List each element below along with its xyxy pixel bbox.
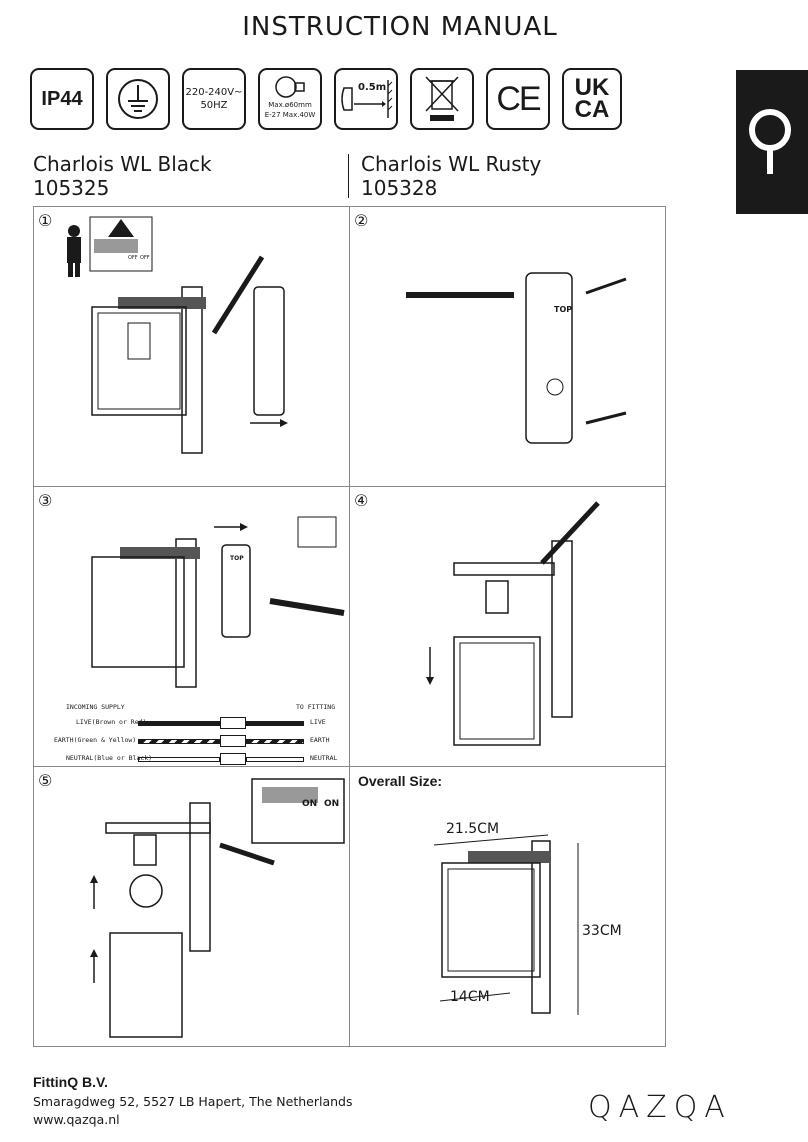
- neutral-terminal: [220, 753, 246, 765]
- company-website[interactable]: www.qazqa.nl: [33, 1112, 120, 1127]
- step-5-illustration: [90, 778, 345, 1038]
- step-3-panel: ③ TOP INCOMING SUPPLY TO FITTING LIVE(Br…: [33, 486, 350, 767]
- step-3-illustration: [91, 516, 345, 688]
- ukca-line2: CA: [574, 96, 610, 123]
- live-in-label: LIVE(Brown or Red): [76, 718, 147, 726]
- step-5-on-label-2: ON: [324, 799, 340, 809]
- height-dimension: 33CM: [582, 923, 622, 939]
- company-name: FittinQ B.V.: [33, 1074, 108, 1090]
- neutral-wire-in: [138, 757, 220, 762]
- earth-wire-out: [246, 739, 304, 744]
- lamp-distance-icon: [341, 80, 393, 118]
- width-dimension: 21.5CM: [446, 821, 500, 837]
- incoming-supply-label: INCOMING SUPPLY: [66, 703, 125, 711]
- step-4-panel: ④: [349, 486, 666, 767]
- earth-in-label: EARTH(Green & Yellow): [54, 736, 137, 744]
- earth-out-label: EARTH: [310, 736, 330, 744]
- neutral-out-label: NEUTRAL: [310, 754, 338, 762]
- live-wire-in: [138, 721, 220, 726]
- ce-mark: CE: [496, 79, 541, 118]
- earth-symbol-badge: [106, 68, 170, 130]
- step-1-off-label-1: OFF: [128, 255, 138, 261]
- weee-badge: [410, 68, 474, 130]
- ukca-badge: UK CA: [562, 68, 622, 130]
- live-wire-out: [246, 721, 304, 726]
- voltage-text: 220-240V~: [185, 87, 243, 98]
- ukca-line1: UK: [574, 74, 610, 101]
- step-5-number: ⑤: [38, 771, 53, 790]
- earth-icon: [118, 79, 158, 119]
- product-code-2: 105328: [361, 176, 438, 200]
- crossed-bin-icon: [425, 76, 459, 121]
- ce-badge: CE: [486, 68, 550, 130]
- step-1-panel: ① OFF OFF: [33, 206, 350, 487]
- step-2-number: ②: [354, 211, 369, 230]
- product-code-1: 105325: [33, 176, 110, 200]
- bulb-badge: Max.ø60mm E-27 Max.40W: [258, 68, 322, 130]
- step-1-illustration: [67, 216, 288, 454]
- step-5-on-label-1: ON: [302, 799, 318, 809]
- step-4-illustration: [426, 501, 600, 746]
- step-2-panel: ② TOP: [349, 206, 666, 487]
- step-2-illustration: [406, 272, 627, 444]
- overall-size-drawing: [433, 834, 579, 1015]
- ip-rating-badge: IP44: [30, 68, 94, 130]
- depth-dimension: 14CM: [450, 989, 490, 1005]
- overall-size-heading: Overall Size:: [358, 773, 443, 789]
- step-1-number: ①: [38, 211, 53, 230]
- distance-badge: 0.5m: [334, 68, 398, 130]
- step-5-panel: ⑤ ON ON: [33, 766, 350, 1047]
- product-name-2: Charlois WL Rusty: [361, 152, 542, 176]
- manual-title: INSTRUCTION MANUAL: [242, 12, 558, 42]
- voltage-badge: 220-240V~ 50HZ: [182, 68, 246, 130]
- product-name-1: Charlois WL Black: [33, 152, 212, 176]
- bulb-size-text: Max.ø60mm: [268, 101, 312, 109]
- overall-size-panel: Overall Size: 21.5CM 33CM 14CM: [349, 766, 666, 1047]
- ip-rating-text: IP44: [41, 87, 83, 110]
- brand-q-icon: [749, 109, 791, 174]
- step-4-number: ④: [354, 491, 369, 510]
- company-address: Smaragdweg 52, 5527 LB Hapert, The Nethe…: [33, 1094, 353, 1109]
- bulb-max-text: E-27 Max.40W: [264, 111, 316, 119]
- frequency-text: 50HZ: [200, 100, 228, 111]
- step-2-top-label: TOP: [554, 305, 573, 314]
- step-3-number: ③: [38, 491, 53, 510]
- product-divider: [348, 154, 349, 198]
- earth-terminal: [220, 735, 246, 747]
- distance-text: 0.5m: [358, 82, 387, 93]
- brand-tab: [736, 70, 808, 214]
- neutral-wire-out: [246, 757, 304, 762]
- earth-wire-in: [138, 739, 220, 744]
- neutral-in-label: NEUTRAL(Blue or Black): [66, 754, 153, 762]
- step-3-top-label: TOP: [230, 555, 244, 562]
- live-terminal: [220, 717, 246, 729]
- brand-logo: QAZQA: [588, 1090, 732, 1125]
- to-fitting-label: TO FITTING: [296, 703, 336, 711]
- live-out-label: LIVE: [310, 718, 326, 726]
- bulb-icon: [275, 76, 305, 98]
- step-1-off-label-2: OFF: [140, 255, 150, 261]
